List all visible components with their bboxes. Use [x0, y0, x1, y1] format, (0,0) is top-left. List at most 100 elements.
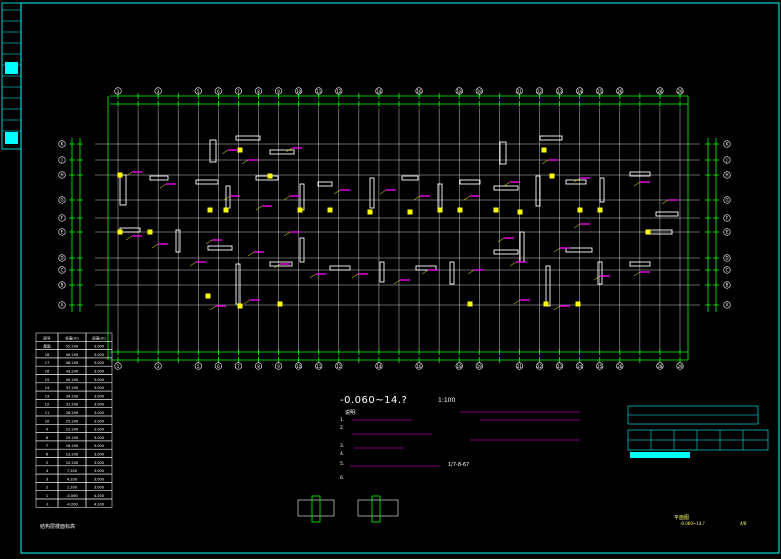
axis-label-top: 22 — [537, 89, 543, 94]
shear-wall — [493, 249, 519, 255]
axis-label-top: 14 — [376, 89, 382, 94]
axis-bubble-bottom — [656, 362, 664, 370]
axis-bubble-bottom — [515, 362, 524, 370]
axis-bubble-bottom — [335, 362, 343, 370]
table-value-cell: -4.200 — [66, 502, 78, 506]
table-value-cell: 3.000 — [94, 461, 105, 465]
axis-label-left: C — [61, 268, 64, 273]
axis-bubble-bottom — [616, 362, 624, 370]
shear-wall — [209, 139, 217, 163]
column-marker — [327, 207, 333, 213]
axis-bubble-top — [114, 87, 122, 95]
axis-bubble-top — [676, 87, 684, 95]
shear-wall — [459, 179, 481, 185]
wall-tag-leader — [393, 279, 401, 285]
wall-tag-leader — [553, 247, 561, 253]
shear-wall — [369, 177, 375, 209]
shear-wall — [565, 247, 593, 253]
table-header-cell: 层高(m) — [92, 335, 106, 340]
axis-bubble-left — [58, 266, 66, 274]
axis-bubble-bottom — [274, 362, 283, 370]
axis-label-top: 16 — [417, 89, 423, 94]
table-value-cell: 13.200 — [66, 453, 79, 457]
axis-bubble-right — [723, 301, 731, 309]
axis-bubble-right — [723, 140, 731, 148]
side-strip-block — [5, 62, 18, 74]
wall-tag-leader — [283, 195, 291, 201]
wall-tag-leader — [421, 269, 429, 275]
axis-bubble-top — [656, 87, 664, 95]
axis-bubble-right — [723, 281, 731, 289]
axis-bubble-bottom — [555, 362, 564, 370]
shear-wall — [195, 179, 219, 185]
table-value-cell: 4.200 — [67, 477, 78, 481]
wall-tag-leader — [379, 189, 387, 195]
wall-tag-leader — [125, 171, 133, 177]
shear-wall — [629, 171, 651, 177]
column-marker — [597, 207, 603, 213]
table-value-cell: 3.000 — [94, 386, 105, 390]
axis-bubble-top — [194, 87, 202, 95]
wall-tag-leader — [497, 237, 505, 243]
table-value-cell: 31.200 — [66, 403, 79, 407]
axis-bubble-left — [58, 171, 66, 179]
shear-wall — [519, 231, 525, 263]
note-6: 6. — [340, 476, 345, 481]
shear-wall — [299, 237, 305, 263]
structural-walls — [119, 135, 679, 307]
table-value-cell: 3.000 — [94, 411, 105, 415]
axis-bubble-top — [535, 87, 544, 95]
axis-bubble-bottom — [254, 362, 263, 370]
axis-bubble-bottom — [576, 362, 584, 370]
axis-label-right: K — [726, 142, 729, 147]
note-4: 4. — [340, 452, 345, 457]
axis-bubble-top — [555, 87, 564, 95]
table-value-cell: 8 — [46, 436, 49, 440]
axis-bubble-left — [58, 281, 66, 289]
table-value-cell: 10.200 — [66, 461, 79, 465]
column-marker — [237, 147, 243, 153]
wall-tag-leader — [633, 181, 641, 187]
note-5: 5. — [340, 462, 345, 467]
axis-label-bottom: 9 — [277, 364, 280, 369]
wall-tag-leader — [351, 273, 359, 279]
table-value-cell: 5 — [46, 461, 48, 465]
table-value-cell: 28.200 — [66, 411, 79, 415]
wall-tag-leader — [573, 223, 581, 229]
shear-wall — [499, 141, 507, 165]
axis-bubble-top — [154, 87, 162, 95]
wall-tag-leader — [309, 273, 317, 279]
axis-label-bottom: 7 — [237, 364, 240, 369]
column-marker — [437, 207, 443, 213]
axis-bubble-right — [723, 214, 731, 222]
table-value-cell: 3.000 — [94, 370, 105, 374]
axis-label-top: 10 — [296, 89, 302, 94]
wall-tag-leader — [125, 235, 133, 241]
column-marker — [575, 301, 581, 307]
table-value-cell: 1 — [46, 494, 48, 498]
table-value-cell: 3.000 — [94, 394, 105, 398]
axis-bubble-bottom — [676, 362, 684, 370]
table-value-cell: 3.000 — [94, 361, 105, 365]
detail-column — [371, 495, 381, 523]
axis-label-bottom: 24 — [577, 364, 583, 369]
table-value-cell: 2 — [46, 486, 48, 490]
stamp-subtitle: -0.060~14.? — [680, 521, 705, 526]
table-value-cell: 1.200 — [67, 486, 78, 490]
table-value-cell: 52.200 — [66, 345, 79, 349]
table-value-cell: 7.200 — [67, 469, 78, 473]
column-marker — [237, 303, 243, 309]
table-value-cell: 3.000 — [94, 428, 105, 432]
axis-bubble-top — [576, 87, 584, 95]
wall-tags — [125, 147, 678, 311]
column-marker — [367, 209, 373, 215]
axis-grid — [95, 108, 700, 352]
axis-label-bottom: 3 — [157, 364, 160, 369]
table-value-cell: 13 — [45, 394, 50, 398]
axis-label-bottom: 5 — [197, 364, 200, 369]
axis-bubble-top — [455, 87, 463, 95]
axis-bubble-bottom — [415, 362, 423, 370]
axis-label-bottom: 26 — [617, 364, 623, 369]
wall-tag-leader — [541, 159, 549, 165]
